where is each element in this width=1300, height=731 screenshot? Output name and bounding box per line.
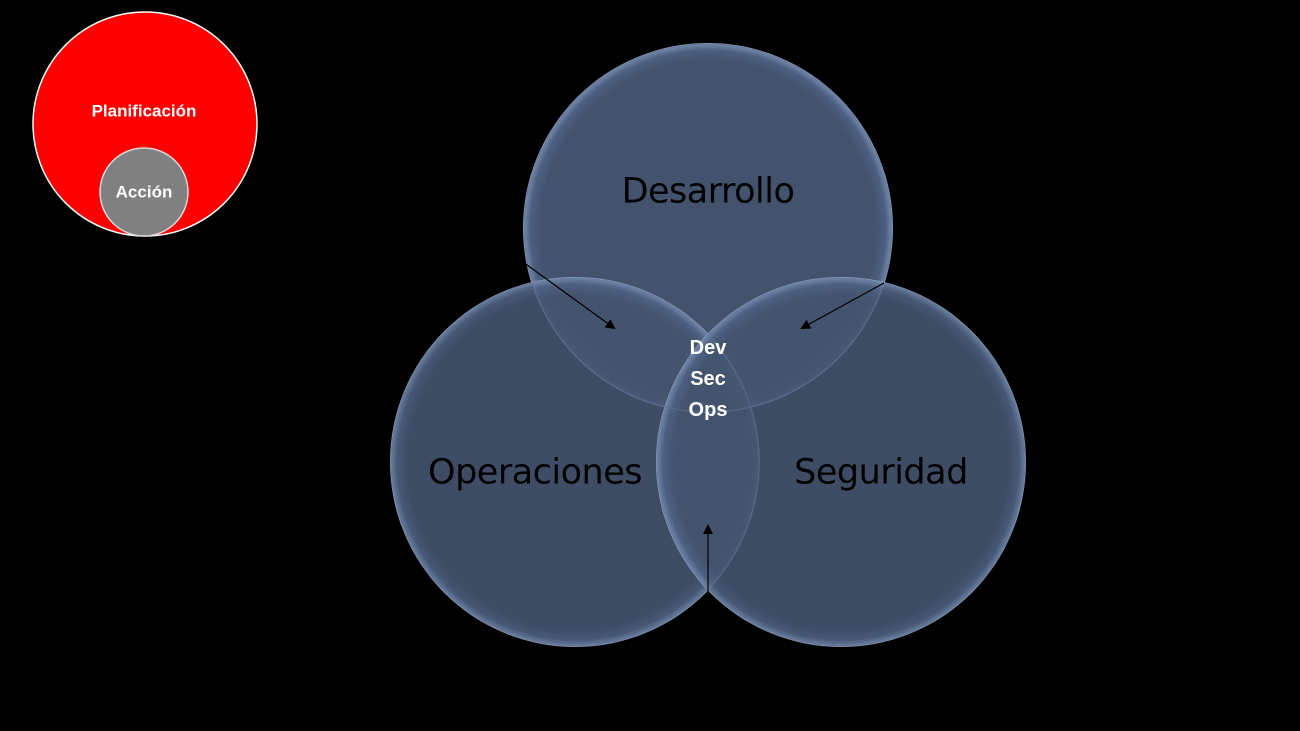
- devsecops-line-ops: Ops: [688, 399, 728, 421]
- accion-label: Acción: [115, 182, 173, 202]
- arrow-desarrollo-seguridad: [800, 282, 885, 329]
- venn-diagram: [390, 43, 1026, 647]
- arrows: [522, 261, 885, 592]
- venn-circle-seguridad: [656, 277, 1026, 647]
- accion-circle: [99, 147, 189, 237]
- seguridad-label: Seguridad: [794, 452, 968, 493]
- planning-action-legend: [32, 11, 258, 237]
- operaciones-label: Operaciones: [428, 452, 642, 493]
- devsecops-label: Dev Sec Ops: [689, 333, 728, 426]
- devsecops-line-dev: Dev: [689, 337, 727, 359]
- desarrollo-outline: [523, 43, 893, 413]
- seguridad-outline: [656, 277, 1026, 647]
- desarrollo-label: Desarrollo: [621, 171, 795, 212]
- operaciones-outline: [390, 277, 760, 647]
- planificacion-label: Planificación: [91, 101, 197, 121]
- arrow-desarrollo-operaciones: [522, 261, 616, 330]
- devsecops-line-sec: Sec: [690, 368, 726, 390]
- venn-circle-operaciones: [390, 277, 760, 647]
